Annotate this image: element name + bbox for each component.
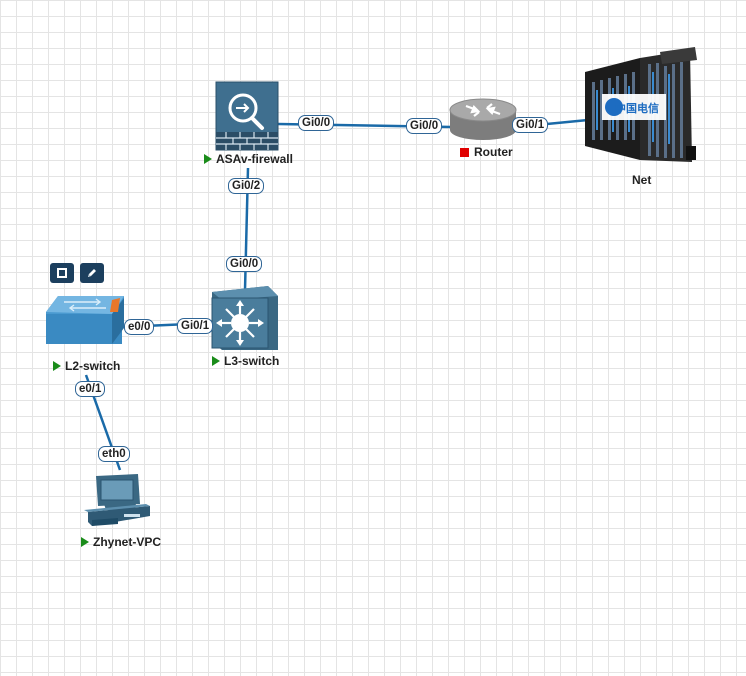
l3-switch-icon — [211, 286, 278, 350]
l3-switch-name: L3-switch — [224, 354, 280, 368]
l2-switch-label: L2-switch — [53, 359, 120, 373]
running-status-icon — [81, 537, 89, 547]
net-node[interactable]: 中国电信 — [585, 47, 697, 162]
l2-switch-name: L2-switch — [65, 359, 121, 373]
running-status-icon — [53, 361, 61, 371]
asav-firewall-name: ASAv-firewall — [216, 152, 293, 166]
firewall-icon — [215, 81, 279, 151]
net-name: Net — [632, 173, 652, 187]
port-l2-e0-1[interactable]: e0/1 — [75, 381, 106, 397]
vpc-node[interactable] — [84, 474, 150, 526]
l2-switch-node[interactable] — [46, 296, 124, 344]
port-asav-gi0-2[interactable]: Gi0/2 — [228, 178, 265, 194]
cloud-server-icon: 中国电信 — [585, 47, 697, 162]
net-label: Net — [632, 173, 651, 187]
l3-switch-label: L3-switch — [212, 354, 279, 368]
vpc-name: Zhynet-VPC — [93, 535, 162, 549]
running-status-icon — [204, 154, 212, 164]
links — [84, 118, 589, 471]
stopped-status-icon — [460, 147, 469, 157]
asav-firewall-node[interactable] — [215, 81, 279, 151]
port-router-gi0-1[interactable]: Gi0/1 — [512, 117, 549, 133]
port-l3-gi0-1[interactable]: Gi0/1 — [177, 318, 214, 334]
router-icon — [449, 98, 517, 140]
router-name: Router — [474, 145, 513, 159]
port-l3-gi0-0[interactable]: Gi0/0 — [226, 256, 263, 272]
pc-icon — [84, 474, 150, 526]
router-node[interactable] — [449, 98, 517, 140]
port-l2-e0-0[interactable]: e0/0 — [124, 319, 155, 335]
net-logo-text: 中国电信 — [615, 101, 659, 115]
router-label: Router — [460, 145, 513, 159]
vpc-label: Zhynet-VPC — [81, 535, 161, 549]
l2-switch-icon — [46, 296, 124, 344]
port-vpc-eth0[interactable]: eth0 — [98, 446, 130, 462]
port-router-gi0-0[interactable]: Gi0/0 — [406, 118, 443, 134]
port-asav-gi0-0[interactable]: Gi0/0 — [298, 115, 335, 131]
edit-pencil-icon[interactable] — [80, 263, 104, 283]
asav-firewall-label: ASAv-firewall — [204, 152, 293, 166]
running-status-icon — [212, 356, 220, 366]
l3-switch-node[interactable] — [211, 286, 278, 350]
stop-square-icon[interactable] — [50, 263, 74, 283]
